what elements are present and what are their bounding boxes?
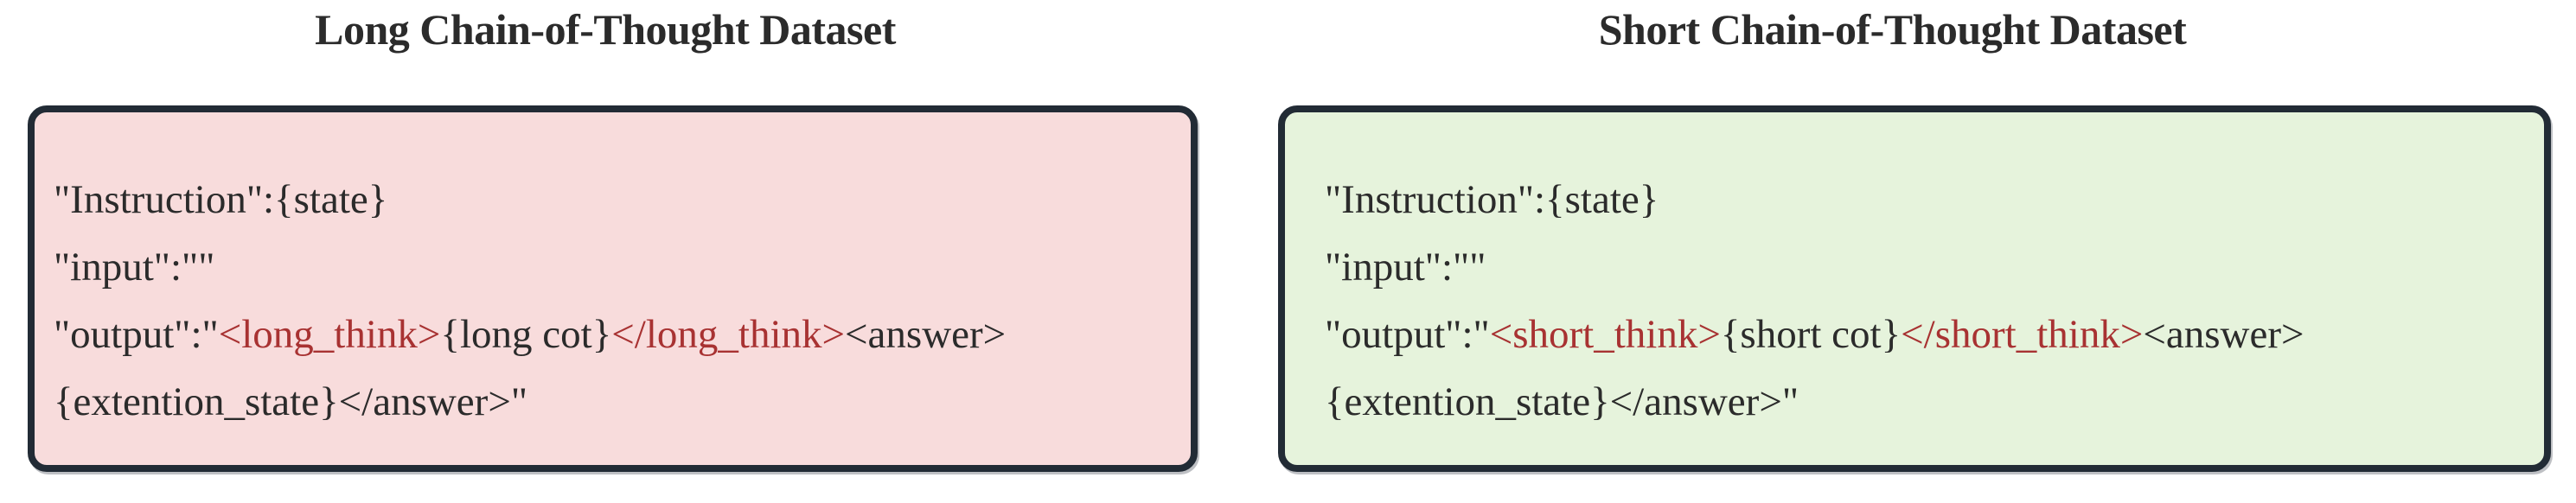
panel-short-cot: Short Chain-of-Thought Dataset "Instruct…	[1254, 0, 2576, 503]
code-token-text: "output":"	[54, 312, 219, 357]
code-token-text: <answer>	[2143, 312, 2304, 357]
code-line-instruction: "Instruction":{state}	[1325, 166, 2544, 233]
code-token-text: "input":""	[1325, 245, 1486, 290]
code-line-output: "output":"<long_think>{long cot}</long_t…	[54, 301, 1191, 368]
code-block-short-cot: "Instruction":{state} "input":"" "output":…	[1285, 112, 2544, 436]
dataset-card-long-cot: "Instruction":{state} "input":"" "output":…	[28, 105, 1198, 472]
code-token-text: "input":""	[54, 245, 215, 290]
code-token-tag: <long_think>	[218, 312, 441, 357]
code-token-text: "output":"	[1325, 312, 1490, 357]
code-token-text: {long cot}	[440, 312, 612, 357]
code-token-tag: </long_think>	[611, 312, 846, 357]
code-token-text: "Instruction":{state}	[54, 177, 388, 222]
panel-title-long-cot: Long Chain-of-Thought Dataset	[315, 5, 896, 54]
code-line-input: "input":""	[54, 233, 1191, 301]
dataset-card-short-cot: "Instruction":{state} "input":"" "output":…	[1278, 105, 2551, 472]
code-token-text: {short cot}	[1720, 312, 1902, 357]
code-token-tag: </short_think>	[1901, 312, 2144, 357]
code-token-text: <answer>	[845, 312, 1007, 357]
code-token-text: {extention_state}</answer>"	[54, 379, 528, 424]
code-line-answer-close: {extention_state}</answer>"	[1325, 368, 2544, 436]
code-token-text: "Instruction":{state}	[1325, 177, 1659, 222]
code-line-output: "output":"<short_think>{short cot}</shor…	[1325, 301, 2544, 368]
code-token-tag: <short_think>	[1489, 312, 1721, 357]
panel-long-cot: Long Chain-of-Thought Dataset "Instructi…	[0, 0, 1228, 503]
code-line-instruction: "Instruction":{state}	[54, 166, 1191, 233]
code-token-text: {extention_state}</answer>"	[1325, 379, 1799, 424]
code-line-answer-close: {extention_state}</answer>"	[54, 368, 1191, 436]
panel-title-short-cot: Short Chain-of-Thought Dataset	[1598, 5, 2187, 54]
code-line-input: "input":""	[1325, 233, 2544, 301]
code-block-long-cot: "Instruction":{state} "input":"" "output":…	[35, 112, 1191, 436]
